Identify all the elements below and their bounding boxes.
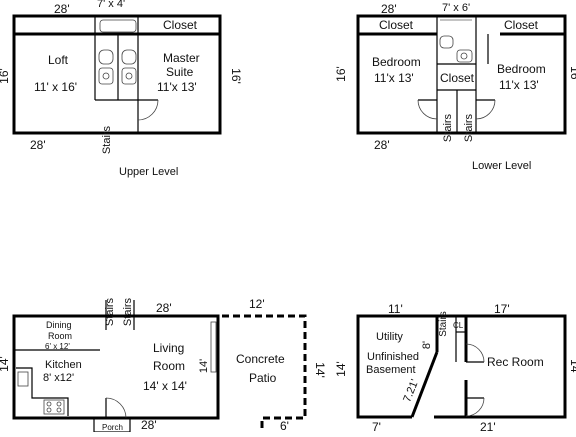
basement-plan: 11' 17' 14' 14' 7' 21' 8' 7.21' Stairs C… [334, 302, 576, 434]
rec-door2-swing [465, 397, 485, 417]
main-level-plan: 28' 28' 14' 14' Stairs Stairs Dining Roo… [0, 297, 220, 433]
lower-closet-right-label: Closet [504, 18, 539, 32]
upper-outer-wall [12, 14, 222, 135]
master-label-line2: Suite [166, 65, 194, 79]
living-size: 14' x 14' [143, 379, 187, 393]
bedroom-left-size: 11'x 13' [374, 71, 414, 85]
upper-sink-a-bowl [102, 72, 110, 80]
patio-outline [222, 314, 307, 432]
basement-dim-top-right: 17' [494, 302, 510, 316]
upper-sink-b-bowl [125, 72, 133, 80]
basement-dim-left: 14' [334, 361, 348, 377]
upper-level-caption: Upper Level [119, 166, 178, 178]
lower-left-door-swing [417, 99, 438, 120]
basement-dim-stair: 8' [421, 341, 433, 349]
lower-closet-left-label: Closet [379, 18, 414, 32]
patio-dim-top: 12' [249, 297, 265, 311]
upper-stairs-label: Stairs [101, 125, 113, 154]
upper-dim-right: 16' [229, 68, 243, 84]
kitchen-range [43, 399, 65, 415]
upper-door-swing [137, 99, 159, 121]
basement-stairs-label: Stairs [438, 311, 449, 337]
sliding-door [210, 321, 217, 373]
lower-closet-mid-label: Closet [440, 71, 475, 85]
upper-toilet-b [121, 49, 137, 65]
lower-dim-top-mid: 7' x 6' [442, 2, 470, 14]
kitchen-sink [17, 371, 29, 387]
loft-size: 11' x 16' [34, 80, 77, 94]
living-label-line2: Room [153, 359, 185, 373]
bedroom-right-label: Bedroom [497, 62, 546, 76]
rec-door-swing [465, 343, 485, 363]
patio-label-line1: Concrete [236, 352, 285, 366]
kitchen-size: 8' x12' [43, 372, 74, 384]
lower-dim-left: 16' [334, 66, 348, 82]
patio-plan: 12' 14' 6' Concrete Patio [222, 297, 327, 433]
lower-dim-right: 16' [568, 66, 576, 82]
unfinished-label-line1: Unfinished [367, 351, 419, 363]
lower-sink [456, 49, 473, 63]
upper-toilet-a [98, 49, 114, 65]
lower-stairs-label-a: Stairs [442, 113, 454, 142]
burner-2 [56, 401, 62, 407]
burner-1 [46, 401, 52, 407]
bedroom-left-label: Bedroom [372, 55, 421, 69]
lower-outer-wall [356, 14, 567, 135]
lower-sink-bowl [460, 52, 468, 60]
basement-dim-bottom-left: 7' [372, 420, 381, 432]
upper-dim-left: 16' [0, 68, 11, 84]
living-label-line1: Living [153, 341, 184, 355]
upper-dim-top-left: 28' [54, 2, 70, 16]
lower-dim-top-left: 28' [381, 2, 397, 16]
upper-level-plan: 28' 7' x 4' 28' 16' 16' Closet Loft 11' … [0, 0, 243, 178]
upper-sink-a [98, 67, 114, 85]
lower-right-door-swing [475, 99, 496, 120]
dining-label-line2: Room [48, 331, 72, 341]
main-dim-bottom: 28' [141, 418, 157, 432]
basement-dim-right: 14' [568, 359, 576, 375]
patio-dim-bottom: 6' [280, 419, 289, 432]
main-dim-inner: 14' [198, 359, 210, 373]
basement-dim-bottom-right: 21' [480, 420, 496, 432]
basement-dim-top-left: 11' [388, 302, 403, 316]
loft-label: Loft [48, 53, 69, 67]
utility-label: Utility [376, 331, 403, 343]
main-dim-top: 28' [156, 301, 172, 315]
dining-label-line1: Dining [46, 320, 72, 330]
master-size: 11'x 13' [157, 80, 197, 94]
porch-label: Porch [102, 423, 123, 432]
main-stairs-label-b: Stairs [122, 297, 134, 326]
burner-3 [46, 407, 52, 413]
dining-size: 6' x 12' [45, 342, 70, 351]
basement-closet-label: CL [453, 321, 464, 330]
burner-4 [56, 407, 62, 413]
patio-label-line2: Patio [249, 371, 277, 385]
rec-room-label: Rec Room [487, 355, 544, 369]
lower-level-caption: Lower Level [472, 160, 531, 172]
unfinished-label-line2: Basement [366, 364, 416, 376]
basement-diagonal-wall [410, 351, 439, 418]
patio-dim-right: 14' [313, 362, 327, 378]
basement-outer-wall [356, 314, 567, 419]
upper-dim-top-mid: 7' x 4' [97, 0, 125, 10]
upper-dim-bottom: 28' [30, 138, 46, 152]
master-label-line1: Master [163, 51, 200, 65]
lower-toilet [439, 35, 454, 49]
bedroom-right-size: 11'x 13' [499, 78, 539, 92]
upper-closet-label: Closet [163, 18, 198, 32]
lower-dim-bottom: 28' [374, 138, 390, 152]
entry-door-swing [105, 397, 127, 419]
main-dim-left: 14' [0, 356, 11, 372]
upper-sink-b [121, 67, 137, 85]
main-stairs-label-a: Stairs [104, 297, 116, 326]
kitchen-label: Kitchen [45, 359, 82, 371]
lower-stairs-label-b: Stairs [463, 113, 475, 142]
bathtub [99, 19, 137, 33]
kitchen-counter [16, 367, 69, 416]
lower-level-plan: 28' 7' x 6' 28' 16' 16' Closet Closet Cl… [334, 2, 576, 172]
